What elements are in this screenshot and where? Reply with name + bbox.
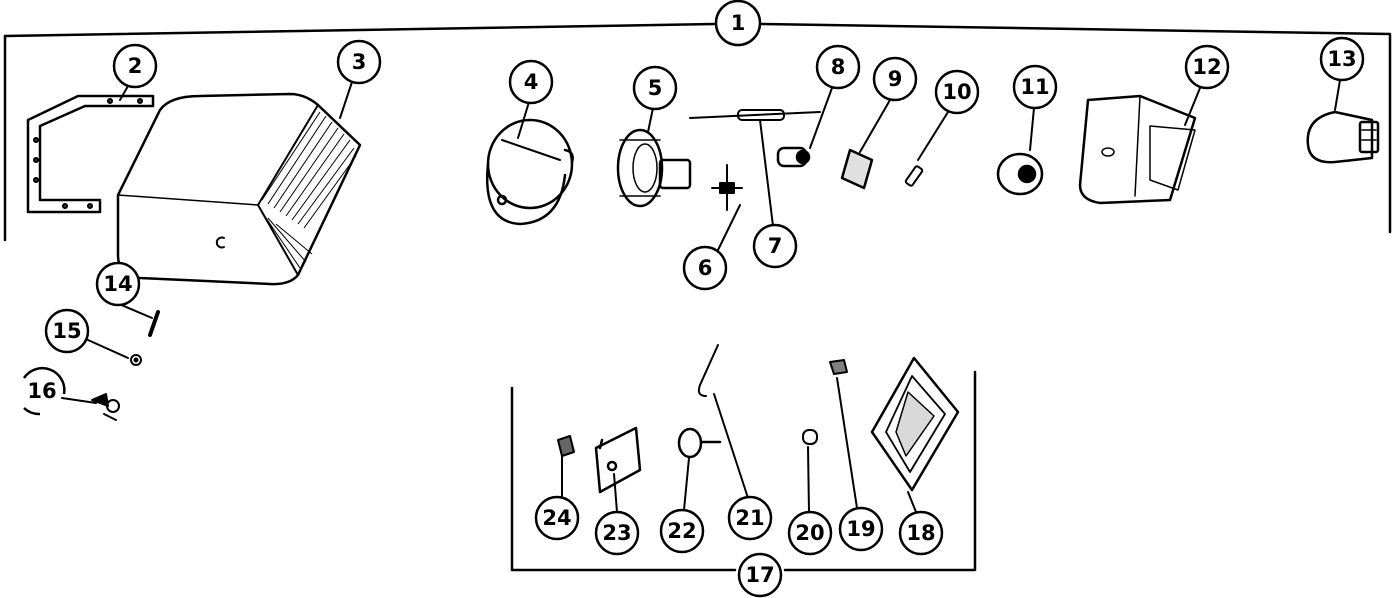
callout-20: 20 [787, 510, 833, 556]
callout-label: 12 [1192, 55, 1221, 79]
callout-16: 16 [22, 366, 66, 416]
part-nut [130, 354, 142, 366]
callout-label: 1 [731, 11, 746, 35]
part-tube [689, 109, 821, 121]
callout-6: 6 [682, 245, 728, 291]
callout-label: 4 [524, 70, 539, 94]
callout-label: 8 [831, 55, 846, 79]
callout-2: 2 [112, 43, 158, 89]
part-knob [996, 152, 1044, 196]
part-front-cover [1078, 94, 1197, 205]
callout-5: 5 [632, 65, 678, 111]
callout-label: 17 [745, 563, 774, 587]
assembly-bracket-17 [510, 370, 977, 572]
callout-label: 5 [648, 76, 663, 100]
callout-label: 6 [698, 256, 713, 280]
part-cap [802, 429, 818, 445]
callout-19: 19 [838, 506, 884, 552]
callout-label: 22 [667, 519, 696, 543]
callout-8: 8 [815, 44, 861, 90]
callout-3: 3 [336, 39, 382, 85]
part-small-block [829, 359, 848, 375]
callout-21: 21 [727, 495, 773, 541]
part-fuse [904, 165, 924, 187]
callout-23: 23 [594, 510, 640, 556]
part-hook-wire [697, 344, 719, 397]
callout-7: 7 [752, 223, 798, 269]
part-clip [776, 146, 811, 168]
part-plate [840, 148, 874, 190]
callout-1: 1 [714, 0, 762, 47]
callout-15: 15 [44, 308, 90, 354]
callout-label: 14 [103, 272, 132, 296]
part-pin [148, 310, 160, 337]
callout-10: 10 [934, 69, 980, 115]
callout-9: 9 [872, 56, 918, 102]
callout-label: 11 [1020, 75, 1049, 99]
callout-13: 13 [1319, 36, 1365, 82]
callout-label: 20 [795, 521, 824, 545]
part-resistor [711, 164, 743, 211]
callout-12: 12 [1184, 44, 1230, 90]
part-speaker [616, 128, 692, 208]
callout-18: 18 [898, 510, 944, 556]
callout-4: 4 [508, 59, 554, 105]
callout-11: 11 [1012, 64, 1058, 110]
callout-label: 16 [27, 379, 56, 403]
callout-label: 10 [942, 80, 971, 104]
part-bulb [1306, 110, 1380, 164]
part-spool [677, 427, 722, 459]
callout-22: 22 [659, 508, 705, 554]
callout-24: 24 [534, 495, 580, 541]
callout-label: 2 [128, 54, 143, 78]
callout-label: 9 [888, 67, 903, 91]
callout-17: 17 [737, 552, 783, 598]
part-wing-fitting [91, 393, 120, 421]
callout-14: 14 [95, 261, 141, 307]
leader-lines [61, 79, 1341, 513]
part-cylinder-cup [485, 118, 574, 226]
part-mounting-plate [594, 426, 642, 494]
callout-label: 24 [542, 506, 571, 530]
part-mounting-bracket [26, 94, 155, 214]
part-enclosure-housing [116, 92, 362, 286]
assembly-bracket-1 [3, 22, 1392, 242]
callout-label: 13 [1327, 47, 1356, 71]
part-connector [557, 435, 575, 457]
callout-label: 15 [52, 319, 81, 343]
part-panel-frame [870, 356, 960, 492]
callout-label: 3 [352, 50, 367, 74]
callout-label: 19 [846, 517, 875, 541]
callout-label: 18 [906, 521, 935, 545]
callout-label: 7 [768, 234, 783, 258]
callout-label: 21 [735, 506, 764, 530]
callout-label: 23 [602, 521, 631, 545]
